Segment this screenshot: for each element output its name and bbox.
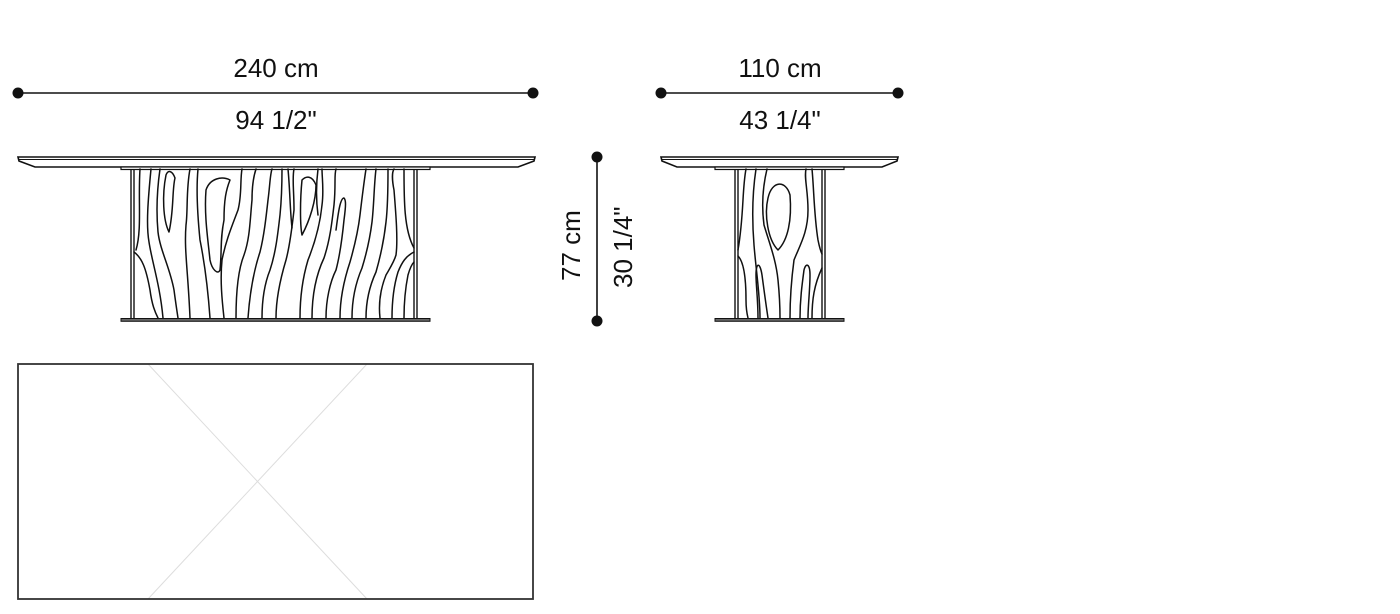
- height-dimension-line: [591, 151, 603, 327]
- height-metric-label: 77 cm: [556, 210, 586, 281]
- side-view-table: [659, 156, 900, 322]
- front-width-imperial-label: 94 1/2": [235, 105, 317, 135]
- side-width-imperial-label: 43 1/4": [739, 105, 821, 135]
- wood-grain-pattern-side: [737, 168, 823, 319]
- side-width-dimension-line: [655, 87, 904, 99]
- height-imperial-label: 30 1/4": [608, 206, 638, 288]
- front-width-metric-label: 240 cm: [233, 53, 319, 83]
- front-view-table: [16, 156, 537, 322]
- side-width-metric-label: 110 cm: [738, 53, 822, 83]
- top-view-plan: [17, 363, 534, 600]
- wood-grain-pattern: [133, 168, 415, 319]
- front-width-dimension-line: [12, 87, 539, 99]
